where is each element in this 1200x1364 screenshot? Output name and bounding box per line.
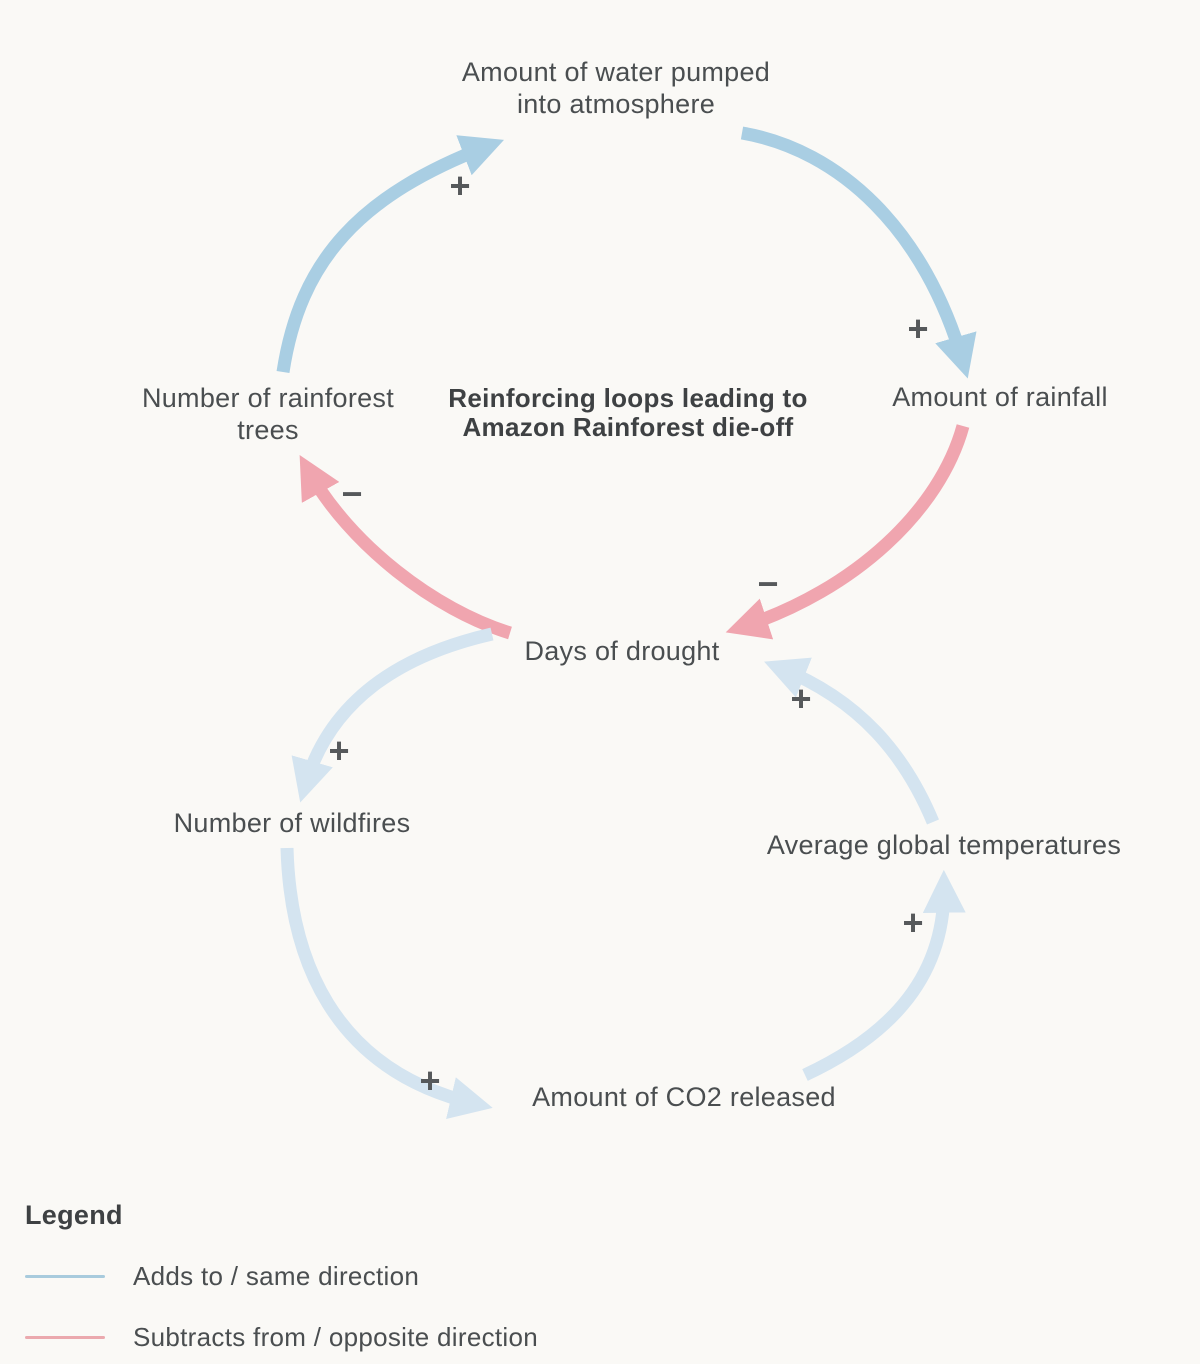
edge-temperatures-to-drought-arrow — [764, 657, 939, 825]
edge-drought-to-trees-arrow — [299, 455, 512, 640]
legend: Legend Adds to / same direction Subtract… — [25, 1200, 538, 1353]
sign-drought-to-wildfires: + — [328, 730, 350, 771]
legend-line-subtracts-icon — [25, 1336, 105, 1339]
diagram-title: Reinforcing loops leading to Amazon Rain… — [448, 383, 808, 442]
legend-row-adds: Adds to / same direction — [25, 1261, 538, 1292]
sign-drought-to-trees: − — [341, 473, 363, 514]
node-water-pumped: Amount of water pumped into atmosphere — [461, 57, 771, 119]
edge-trees-to-water-arrow — [276, 135, 505, 373]
node-days-of-drought: Days of drought — [524, 636, 720, 666]
sign-rainfall-to-drought: − — [757, 563, 779, 604]
legend-line-adds-icon — [25, 1275, 105, 1278]
sign-co2-to-temperatures: + — [902, 902, 924, 943]
edge-co2-to-temperatures-arrow — [802, 869, 966, 1081]
edge-wildfires-to-co2-arrow — [280, 847, 493, 1120]
node-global-temperatures: Average global temperatures — [766, 830, 1122, 860]
sign-trees-to-water: + — [449, 165, 471, 206]
sign-temperatures-to-drought: + — [790, 678, 812, 719]
legend-label-adds: Adds to / same direction — [133, 1261, 420, 1291]
edge-rainfall-to-drought-arrow — [725, 424, 970, 640]
node-wildfires: Number of wildfires — [173, 808, 411, 838]
sign-water-to-rainfall: + — [907, 308, 929, 349]
legend-heading: Legend — [25, 1200, 123, 1230]
node-rainforest-trees: Number of rainforest trees — [141, 383, 395, 445]
sign-wildfires-to-co2: + — [419, 1060, 441, 1101]
node-rainfall: Amount of rainfall — [892, 382, 1108, 412]
legend-label-subtracts: Subtracts from / opposite direction — [133, 1322, 539, 1352]
edge-drought-to-wildfires-arrow — [291, 627, 494, 803]
edge-water-to-rainfall-arrow — [740, 126, 977, 379]
node-co2-released: Amount of CO2 released — [532, 1082, 836, 1112]
legend-row-subtracts: Subtracts from / opposite direction — [25, 1322, 538, 1353]
